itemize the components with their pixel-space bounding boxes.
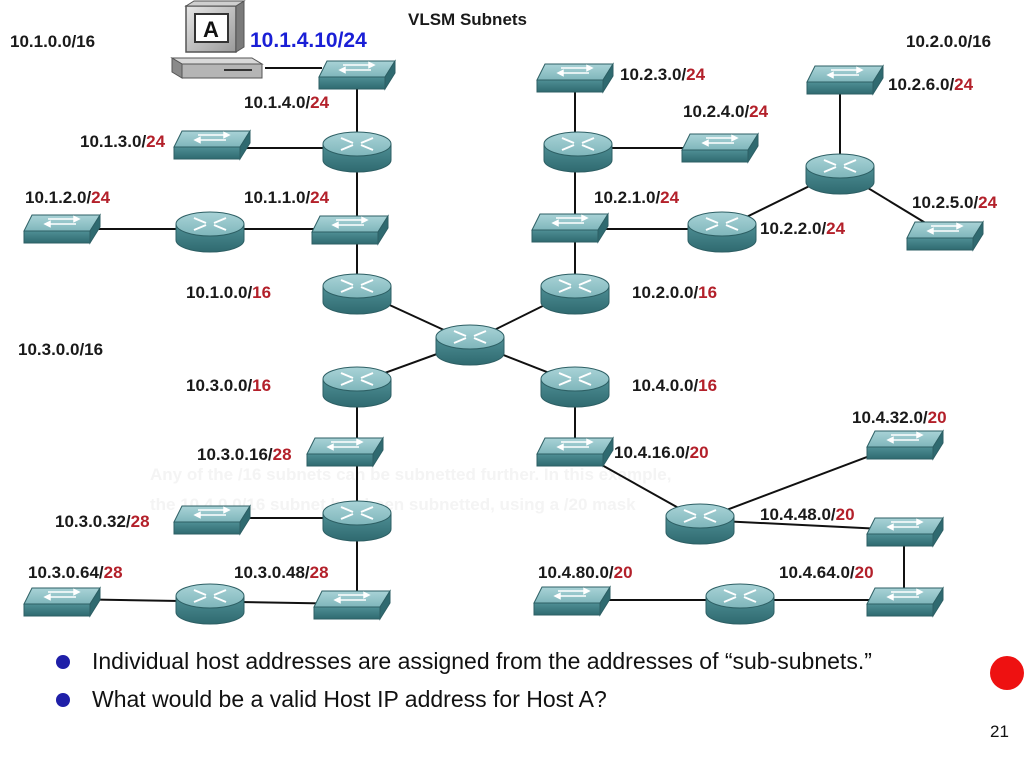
subnet-label: 10.2.2.0/24 (760, 219, 846, 238)
switch-10-4-64-0 (866, 587, 944, 617)
diagram-title: VLSM Subnets (408, 10, 527, 29)
router-r1-branch (175, 211, 245, 253)
router-r4-branch (705, 583, 775, 625)
bullet-item: What would be a valid Host IP address fo… (52, 684, 952, 714)
router-10-2-0-0 (540, 273, 610, 315)
subnet-label: 10.3.0.16/28 (197, 445, 292, 464)
switch-10-4-16-0 (536, 437, 614, 467)
subnet-label: 10.4.48.0/20 (760, 505, 855, 524)
switch-10-1-1-0 (311, 215, 389, 245)
host-a-letter: A (203, 17, 219, 42)
switch-10-2-4-0 (681, 133, 759, 163)
switch-10-3-0-64 (23, 587, 101, 617)
subnet-label: 10.2.4.0/24 (683, 102, 769, 121)
router-10-3-0-0 (322, 366, 392, 408)
bullet-text: Individual host addresses are assigned f… (92, 648, 872, 674)
subnet-label: 10.1.2.0/24 (25, 188, 111, 207)
subnet-labels: 10.1.4.0/24 10.1.3.0/24 10.1.2.0/24 10.1… (25, 65, 998, 582)
router-10-2-2-0 (687, 211, 757, 253)
watermark-line-1: Any of the /16 subnets can be subnetted … (150, 465, 671, 484)
router-core (435, 324, 505, 366)
switch-10-4-32-0 (866, 430, 944, 460)
bullet-text: What would be a valid Host IP address fo… (92, 686, 607, 712)
switch-10-1-4-0 (318, 60, 396, 90)
subnet-label: 10.4.0.0/16 (632, 376, 717, 395)
host-a-computer-icon[interactable]: A (170, 0, 264, 79)
subnet-label: 10.4.32.0/20 (852, 408, 947, 427)
router-10-1-0-0 (322, 273, 392, 315)
region-label-10-2: 10.2.0.0/16 (906, 32, 991, 51)
router-r1-lan (322, 131, 392, 173)
subnet-label: 10.3.0.0/16 (186, 376, 271, 395)
subnet-label: 10.4.16.0/20 (614, 443, 709, 462)
subnet-label: 10.1.4.0/24 (244, 93, 330, 112)
router-10-4-0-0 (540, 366, 610, 408)
slide-number: 21 (990, 722, 1009, 741)
switch-10-2-3-0 (536, 63, 614, 93)
router-r2-lan (543, 131, 613, 173)
router-r3-lan (322, 500, 392, 542)
switch-10-4-48-0 (866, 517, 944, 547)
switch-10-4-80-0 (533, 586, 611, 616)
switch-10-1-2-0 (23, 214, 101, 244)
router-r3-branch (175, 583, 245, 625)
bullet-item: Individual host addresses are assigned f… (52, 646, 952, 676)
subnet-label: 10.3.0.48/28 (234, 563, 329, 582)
switch-10-3-0-16 (306, 437, 384, 467)
subnet-label: 10.2.1.0/24 (594, 188, 680, 207)
subnet-label: 10.1.3.0/24 (80, 132, 166, 151)
subnet-label: 10.3.0.64/28 (28, 563, 123, 582)
bullet-dot-icon (56, 693, 70, 707)
switch-10-3-0-48 (313, 590, 391, 620)
subnet-label: 10.2.0.0/16 (632, 283, 717, 302)
subnet-label: 10.1.0.0/16 (186, 283, 271, 302)
record-indicator-icon[interactable] (990, 656, 1024, 690)
subnet-label: 10.1.1.0/24 (244, 188, 330, 207)
switch-10-2-5-0 (906, 221, 984, 251)
router-r2-upper (805, 153, 875, 195)
bullet-dot-icon (56, 655, 70, 669)
switch-10-2-1-0 (531, 213, 609, 243)
switch-10-1-3-0 (173, 130, 251, 160)
watermark-line-2: the 10.4.0.0/16 subnet has been subnette… (150, 495, 636, 514)
subnet-label: 10.3.0.32/28 (55, 512, 150, 531)
host-a-ip: 10.1.4.10/24 (250, 29, 367, 52)
subnet-label: 10.2.6.0/24 (888, 75, 974, 94)
bullet-list: Individual host addresses are assigned f… (52, 646, 952, 722)
subnet-label: 10.4.64.0/20 (779, 563, 874, 582)
router-r4-lan (665, 503, 735, 545)
switch-10-3-0-32 (173, 505, 251, 535)
subnet-label: 10.2.3.0/24 (620, 65, 706, 84)
region-label-10-3: 10.3.0.0/16 (18, 340, 103, 359)
vlsm-network-diagram: Any of the /16 subnets can be subnetted … (10, 0, 998, 625)
subnet-label: 10.2.5.0/24 (912, 193, 998, 212)
switch-10-2-6-0 (806, 65, 884, 95)
region-label-10-1: 10.1.0.0/16 (10, 32, 95, 51)
subnet-label: 10.4.80.0/20 (538, 563, 633, 582)
